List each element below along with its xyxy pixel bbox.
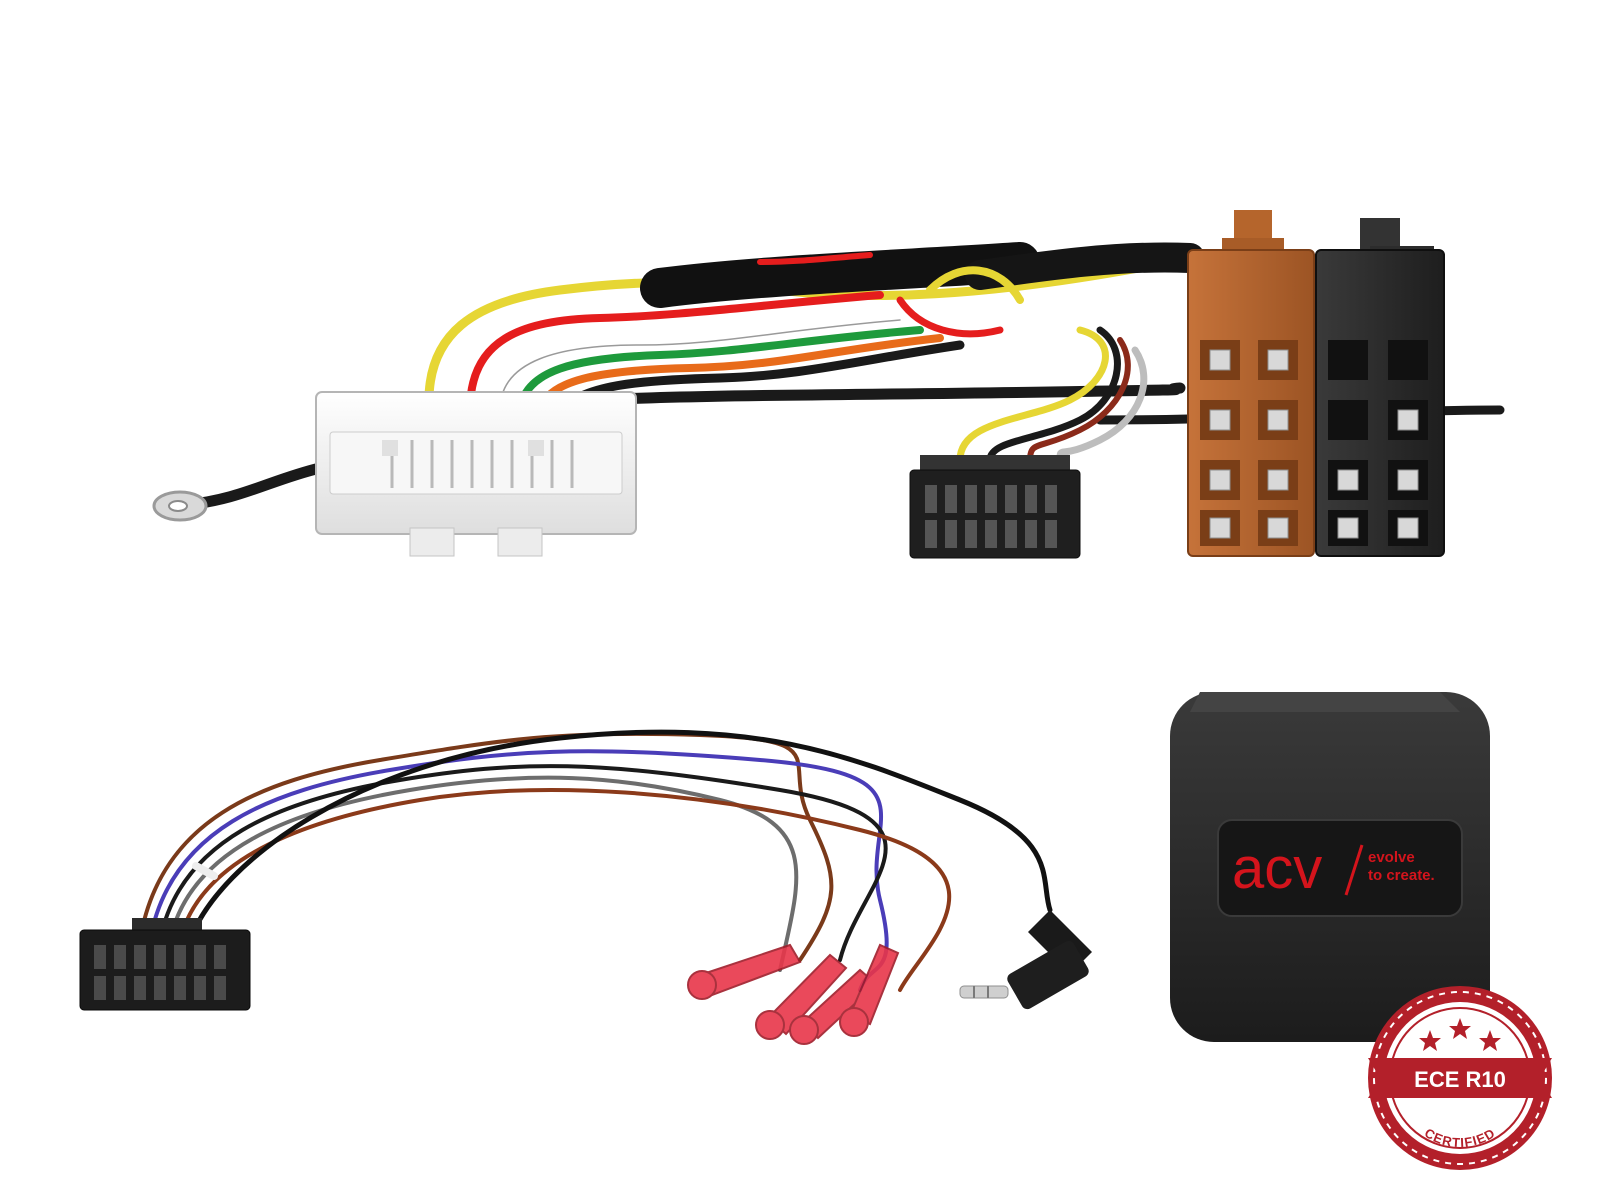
seal-badge-icon xyxy=(1368,986,1552,1170)
certification-seal: ECE R10 CERTIFIED xyxy=(1368,986,1552,1170)
spade-terminals xyxy=(687,943,900,1045)
acv-logo: acv evolve to create. xyxy=(1232,836,1435,901)
seal-label: ECE R10 xyxy=(1414,1067,1506,1092)
logo-tagline-2: to create. xyxy=(1368,867,1435,884)
lower-radio-plug xyxy=(79,918,251,1011)
interface-box xyxy=(1170,692,1490,1042)
wire-loom xyxy=(424,242,1505,464)
vehicle-connector xyxy=(315,391,637,557)
radio-plug xyxy=(909,455,1081,559)
patch-lead xyxy=(138,729,1053,992)
logo-brand: acv xyxy=(1232,836,1322,901)
star-icon xyxy=(1419,1018,1501,1051)
iso-power-connector xyxy=(1187,210,1315,557)
audio-jack xyxy=(959,910,1092,1010)
vehicle-harness xyxy=(152,210,1505,559)
logo-tagline-1: evolve xyxy=(1368,849,1415,866)
ground-wire xyxy=(152,462,326,522)
iso-speaker-connector xyxy=(1315,218,1445,557)
